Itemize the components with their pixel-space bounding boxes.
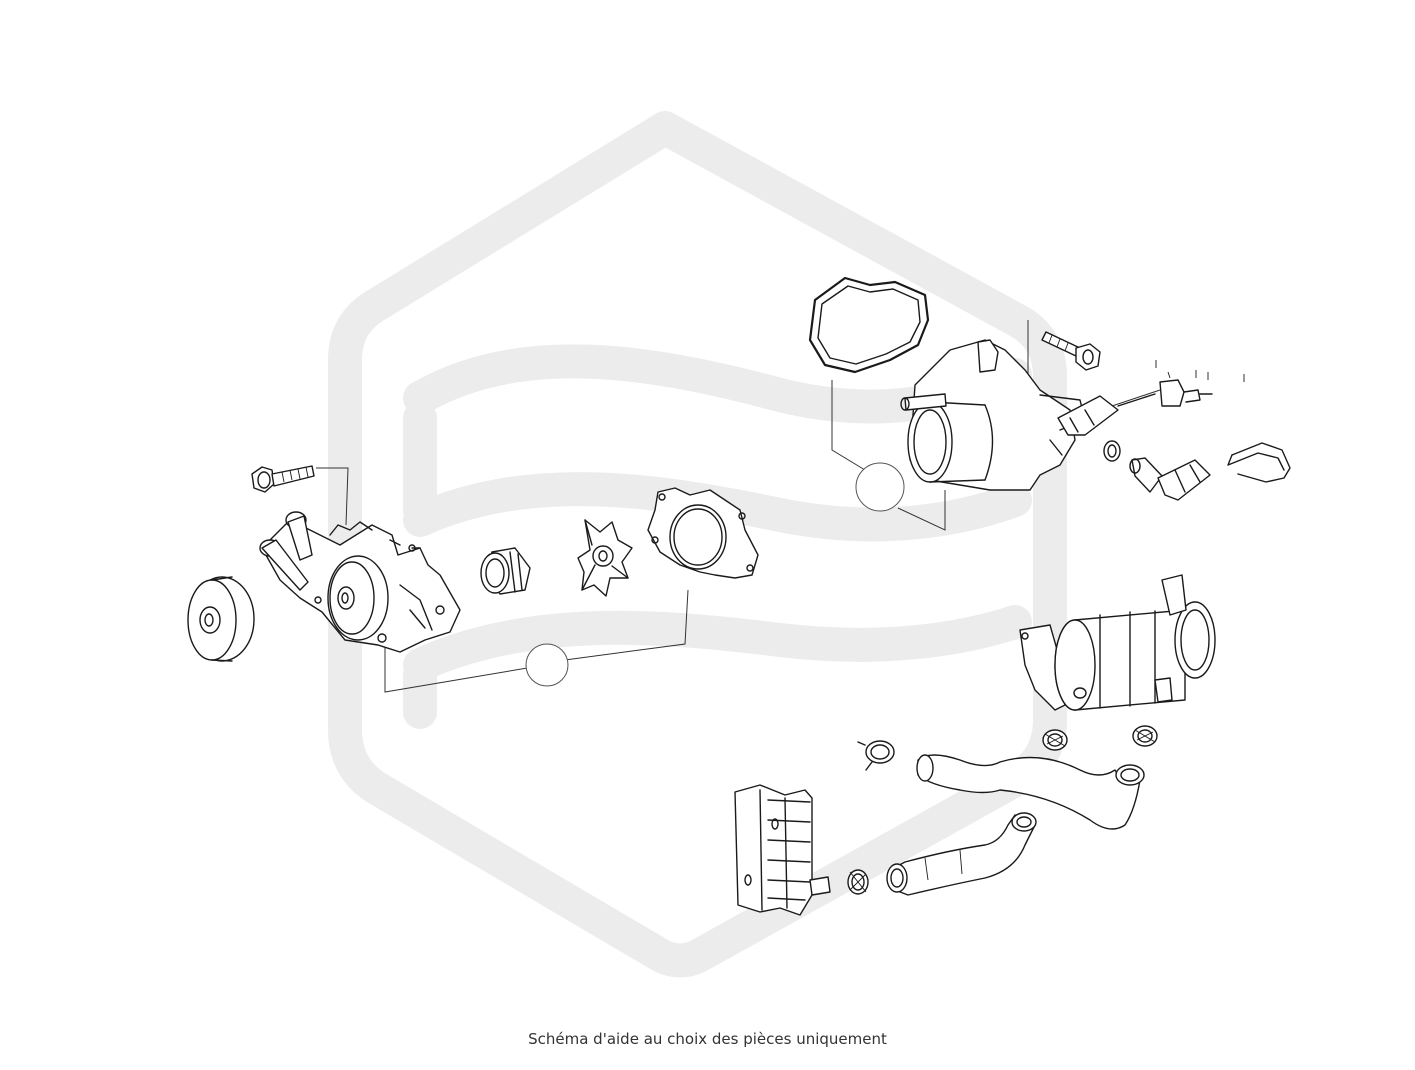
coolant-hose-upper[interactable] <box>916 754 1145 830</box>
callout-circle-thermostat[interactable] <box>855 462 905 512</box>
egr-cooler[interactable] <box>1019 574 1216 711</box>
hose-clamp[interactable] <box>1132 725 1158 747</box>
housing-bolt[interactable] <box>1041 331 1101 371</box>
water-pump[interactable] <box>259 511 461 653</box>
hose-clamp[interactable] <box>847 869 869 895</box>
coolant-hose-lower[interactable] <box>886 812 1037 896</box>
watermark-logo <box>328 111 1067 978</box>
oil-cooler[interactable] <box>734 784 831 916</box>
hose-clamp[interactable] <box>1042 729 1068 751</box>
thermostat-gasket[interactable] <box>808 276 930 374</box>
o-ring[interactable] <box>1103 440 1121 462</box>
callout-circle-pump[interactable] <box>525 643 569 687</box>
sensor-plug[interactable] <box>1155 360 1245 407</box>
idler-pulley[interactable] <box>187 576 255 662</box>
retaining-clip[interactable] <box>1227 442 1291 483</box>
pump-seal-ring[interactable] <box>480 547 531 595</box>
pump-gasket[interactable] <box>647 487 759 579</box>
water-pump-bolt[interactable] <box>251 465 315 493</box>
pump-impeller[interactable] <box>577 519 633 597</box>
diagram-caption: Schéma d'aide au choix des pièces unique… <box>528 1030 887 1048</box>
hose-clamp[interactable] <box>857 740 895 771</box>
sensor-connector[interactable] <box>1129 457 1211 501</box>
temperature-sensor[interactable] <box>1057 393 1156 436</box>
thermostat-housing[interactable] <box>900 339 1086 491</box>
